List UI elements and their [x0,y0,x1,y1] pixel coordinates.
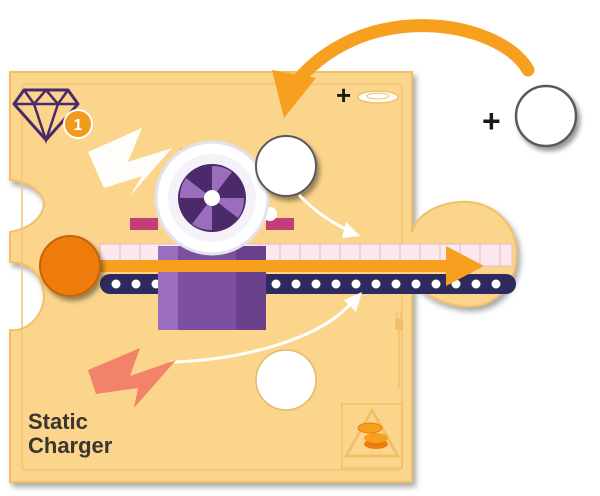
energy-bolt-icon [88,348,176,408]
input-token[interactable] [255,135,317,197]
plug-icon [395,312,403,388]
plate-icon [357,90,399,104]
lightning-bolt-icon [88,128,172,196]
reward-token[interactable] [514,84,578,148]
card-name-line1: Static [28,409,88,434]
level-badge: 1 [63,109,93,139]
reward-plus: + [482,103,501,139]
orange-input-token[interactable] [39,235,101,297]
diamond-icon [12,88,80,144]
card-name-line2: Charger [28,433,113,458]
lower-flow-arrow [170,300,354,364]
input-arrow-head [272,70,316,118]
output-arrow-shaft [90,260,460,272]
card-name: Static Charger [28,410,112,458]
fan-icon [154,140,270,256]
empty-socket[interactable] [255,349,317,411]
recycle-coins-icon [341,403,403,469]
input-arrow-curve [283,19,535,97]
level-number: 1 [74,117,83,134]
output-arrow-head [446,246,484,286]
cost-plus: + [336,80,351,110]
